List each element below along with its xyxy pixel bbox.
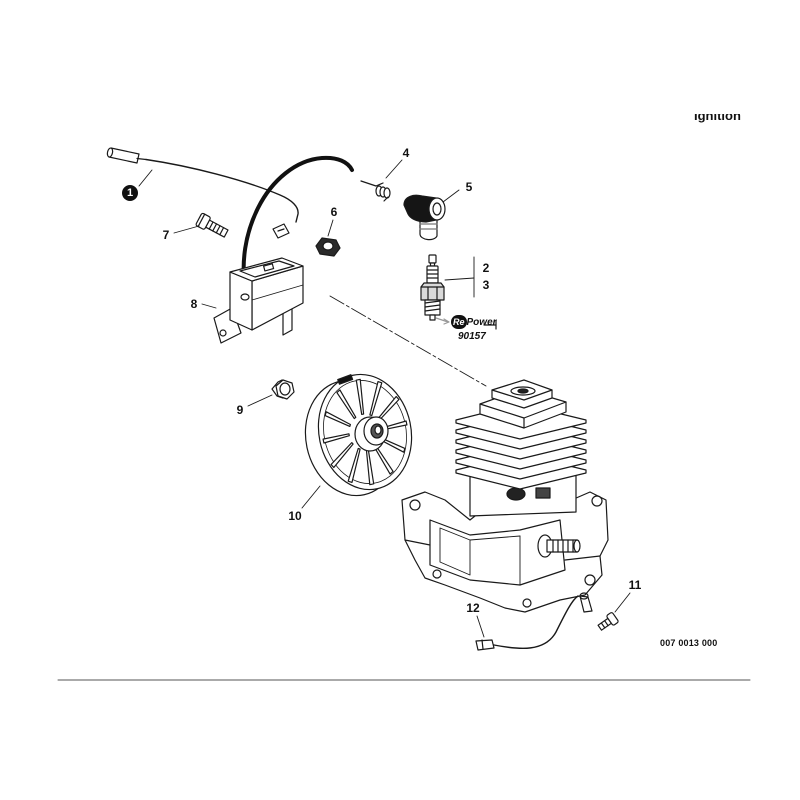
part-number: 90157 [458, 331, 486, 342]
flywheel-fin [324, 411, 351, 427]
brand-suffix: Power [466, 317, 497, 328]
page-title: Ignition [694, 114, 750, 124]
flywheel-fin [330, 442, 354, 469]
part-8-ignition-module [213, 257, 304, 344]
callout-10: 10 [288, 509, 302, 523]
crankcase [401, 491, 609, 613]
spark-plug [420, 254, 450, 325]
callout-8: 8 [190, 297, 198, 311]
engine-block [401, 379, 609, 613]
page-title-text: Ignition [694, 114, 741, 123]
part-11-bolt [597, 612, 619, 631]
flywheel-fin [336, 389, 357, 420]
callout-9: 9 [236, 403, 244, 417]
part-12-ground-wire [475, 592, 593, 651]
callout-1: 1 [122, 185, 138, 201]
brand-prefix: Re [451, 315, 467, 329]
part-9-nut [271, 379, 295, 400]
flywheel-fin [322, 433, 350, 444]
callout-7: 7 [162, 228, 170, 242]
callout-3: 3 [482, 278, 490, 292]
part-4-spring-clip [360, 180, 391, 202]
part-5-spark-plug-boot [403, 194, 446, 241]
part-6-grommet [315, 237, 341, 257]
flywheel-fin [347, 447, 361, 483]
flywheel-fin [355, 378, 365, 415]
callout-6: 6 [330, 205, 338, 219]
callout-11: 11 [628, 578, 642, 592]
callout-5: 5 [465, 180, 473, 194]
ignition-lead-wire [241, 155, 354, 296]
callout-12: 12 [466, 601, 480, 615]
drawing-number: 007 0013 000 [660, 638, 718, 648]
flywheel-fin [369, 381, 383, 417]
part-7-screw [195, 212, 229, 238]
part-10-flywheel [304, 373, 413, 497]
assembly-centerline [329, 295, 487, 387]
callout-4: 4 [402, 146, 410, 160]
leader-lines [138, 159, 631, 638]
part-1-wire-connector [106, 147, 299, 239]
crankshaft [537, 534, 581, 558]
callout-2: 2 [482, 261, 490, 275]
